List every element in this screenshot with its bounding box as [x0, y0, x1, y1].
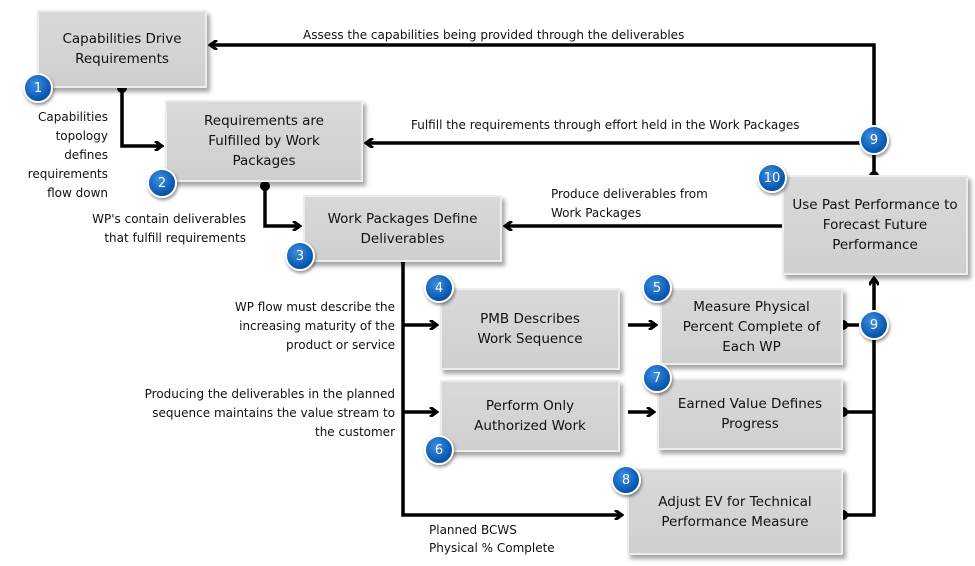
step-badge-1: 1 — [23, 73, 53, 103]
box-past-performance: Use Past Performance to Forecast Future … — [782, 175, 968, 275]
label-wp-contain: WP's contain deliverables that fulfill r… — [92, 212, 246, 245]
box-pmb-work-sequence: PMB Describes Work Sequence — [440, 288, 620, 370]
label-fulfill: Fulfill the requirements through effort … — [411, 118, 800, 132]
step-badge-5: 5 — [642, 273, 672, 303]
arrow-2-3 — [263, 186, 300, 226]
label-produce: Produce deliverables from Work Packages — [551, 187, 708, 220]
step-badge-7: 7 — [642, 363, 672, 393]
box-perform-authorized: Perform Only Authorized Work — [440, 380, 620, 452]
step-badge-9-bottom: 9 — [859, 310, 889, 340]
box-measure-physical: Measure Physical Percent Complete of Eac… — [660, 288, 843, 365]
label-wp-flow: WP flow must describe the increasing mat… — [234, 300, 395, 352]
step-badge-9-top: 9 — [859, 125, 889, 155]
box-capabilities-drive-requirements: Capabilities Drive Requirements — [37, 10, 207, 88]
box-requirements-fulfilled: Requirements are Fulfilled by Work Packa… — [165, 100, 363, 182]
arrow-3-8 — [401, 258, 622, 515]
box-adjust-ev: Adjust EV for Technical Performance Meas… — [627, 468, 843, 555]
box-earned-value: Earned Value Defines Progress — [657, 378, 843, 450]
step-badge-6: 6 — [424, 435, 454, 465]
step-badge-10: 10 — [757, 163, 787, 193]
step-badge-4: 4 — [424, 273, 454, 303]
step-badge-8: 8 — [611, 465, 641, 495]
box-work-packages-define: Work Packages Define Deliverables — [303, 195, 502, 262]
arrow-8-10 — [843, 278, 874, 517]
label-producing: Producing the deliverables in the planne… — [144, 387, 395, 439]
step-badge-2: 2 — [147, 168, 177, 198]
label-physical-complete: Physical % Complete — [429, 541, 555, 555]
label-topology: Capabilities topology defines requiremen… — [27, 110, 108, 200]
step-badge-3: 3 — [285, 241, 315, 271]
arrow-1-2 — [120, 88, 162, 146]
label-assess: Assess the capabilities being provided t… — [303, 28, 685, 42]
label-planned-bcws: Planned BCWS — [429, 523, 517, 537]
